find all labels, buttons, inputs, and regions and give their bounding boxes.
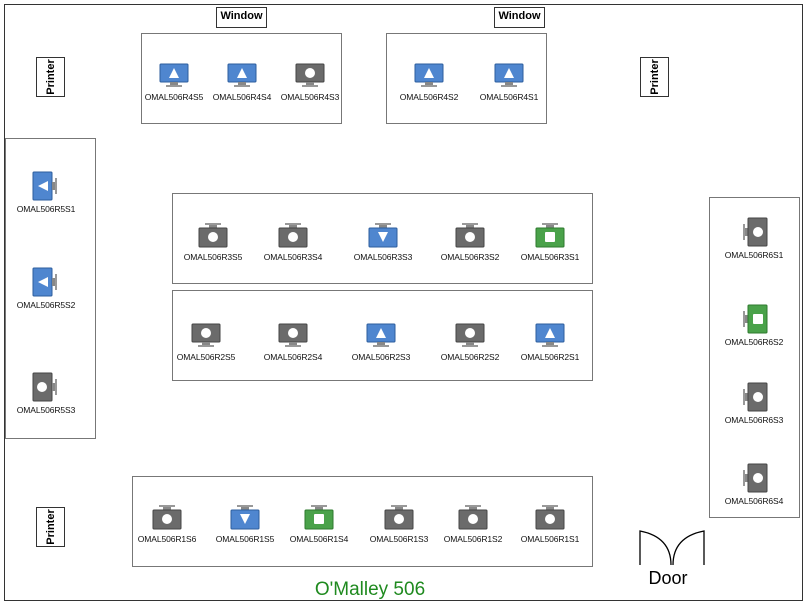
monitor-in-use-icon <box>32 372 57 402</box>
workstation-label: OMAL506R2S5 <box>176 352 236 362</box>
monitor-in-use-icon <box>384 505 414 530</box>
workstation-omal506r3s1[interactable]: OMAL506R3S1 <box>508 222 592 262</box>
workstation-omal506r6s1[interactable]: OMAL506R6S1 <box>712 216 796 260</box>
workstation-omal506r1s1[interactable]: OMAL506R1S1 <box>508 504 592 544</box>
workstation-label: OMAL506R3S1 <box>520 252 580 262</box>
monitor-in-use-icon <box>455 223 485 248</box>
workstation-label: OMAL506R3S5 <box>183 252 243 262</box>
workstation-omal506r1s6[interactable]: OMAL506R1S6 <box>125 504 209 544</box>
workstation-omal506r1s4[interactable]: OMAL506R1S4 <box>277 504 361 544</box>
printer-label: Printer <box>44 59 57 95</box>
workstation-omal506r2s4[interactable]: OMAL506R2S4 <box>251 322 335 362</box>
printer-label: Printer <box>44 509 57 545</box>
monitor-available-icon <box>227 63 257 87</box>
printer-top-left: Printer <box>36 57 65 97</box>
workstation-omal506r4s2[interactable]: OMAL506R4S2 <box>387 62 471 102</box>
monitor-in-use-icon <box>743 217 768 247</box>
workstation-omal506r3s3[interactable]: OMAL506R3S3 <box>341 222 425 262</box>
workstation-omal506r3s2[interactable]: OMAL506R3S2 <box>428 222 512 262</box>
window-label-left: Window <box>216 7 267 28</box>
table-row-1 <box>132 476 593 567</box>
workstation-label: OMAL506R3S2 <box>440 252 500 262</box>
monitor-in-use-icon <box>743 463 768 493</box>
workstation-label: OMAL506R6S2 <box>724 337 784 347</box>
monitor-in-use-icon <box>198 223 228 248</box>
workstation-omal506r5s2[interactable]: OMAL506R5S2 <box>4 266 88 310</box>
monitor-in-use-icon <box>191 323 221 347</box>
workstation-label: OMAL506R6S3 <box>724 415 784 425</box>
workstation-omal506r4s5[interactable]: OMAL506R4S5 <box>132 62 216 102</box>
monitor-available-icon <box>32 171 57 201</box>
workstation-label: OMAL506R2S2 <box>440 352 500 362</box>
monitor-available-icon <box>535 323 565 347</box>
monitor-in-use-icon <box>152 505 182 530</box>
monitor-in-use-icon <box>535 505 565 530</box>
workstation-label: OMAL506R4S5 <box>144 92 204 102</box>
workstation-label: OMAL506R4S4 <box>212 92 272 102</box>
monitor-available-icon <box>494 63 524 87</box>
workstation-omal506r5s3[interactable]: OMAL506R5S3 <box>4 371 88 415</box>
workstation-omal506r5s1[interactable]: OMAL506R5S1 <box>4 170 88 214</box>
workstation-label: OMAL506R3S4 <box>263 252 323 262</box>
room-title: O'Malley 506 <box>314 579 426 600</box>
monitor-in-use-icon <box>455 323 485 347</box>
workstation-label: OMAL506R5S2 <box>16 300 76 310</box>
workstation-omal506r6s3[interactable]: OMAL506R6S3 <box>712 381 796 425</box>
workstation-omal506r3s5[interactable]: OMAL506R3S5 <box>171 222 255 262</box>
workstation-omal506r6s2[interactable]: OMAL506R6S2 <box>712 303 796 347</box>
workstation-label: OMAL506R4S3 <box>280 92 340 102</box>
workstation-omal506r6s4[interactable]: OMAL506R6S4 <box>712 462 796 506</box>
workstation-label: OMAL506R1S5 <box>215 534 275 544</box>
door-label: Door <box>648 568 688 588</box>
workstation-label: OMAL506R2S4 <box>263 352 323 362</box>
workstation-label: OMAL506R2S3 <box>351 352 411 362</box>
workstation-label: OMAL506R4S2 <box>399 92 459 102</box>
workstation-omal506r1s2[interactable]: OMAL506R1S2 <box>431 504 515 544</box>
workstation-label: OMAL506R1S2 <box>443 534 503 544</box>
workstation-omal506r4s3[interactable]: OMAL506R4S3 <box>268 62 352 102</box>
workstation-omal506r1s3[interactable]: OMAL506R1S3 <box>357 504 441 544</box>
window-label-right: Window <box>494 7 545 28</box>
printer-top-right: Printer <box>640 57 669 97</box>
workstation-label: OMAL506R1S3 <box>369 534 429 544</box>
workstation-label: OMAL506R1S4 <box>289 534 349 544</box>
door-icon <box>639 530 705 566</box>
monitor-in-use-icon <box>458 505 488 530</box>
workstation-omal506r2s1[interactable]: OMAL506R2S1 <box>508 322 592 362</box>
workstation-label: OMAL506R3S3 <box>353 252 413 262</box>
monitor-selected-icon <box>304 505 334 530</box>
monitor-in-use-icon <box>278 323 308 347</box>
workstation-label: OMAL506R1S6 <box>137 534 197 544</box>
workstation-label: OMAL506R6S1 <box>724 250 784 260</box>
monitor-available-icon <box>366 323 396 347</box>
monitor-in-use-icon <box>743 382 768 412</box>
workstation-omal506r3s4[interactable]: OMAL506R3S4 <box>251 222 335 262</box>
workstation-label: OMAL506R2S1 <box>520 352 580 362</box>
monitor-available-icon <box>414 63 444 87</box>
monitor-available-icon <box>32 267 57 297</box>
workstation-label: OMAL506R5S3 <box>16 405 76 415</box>
monitor-selected-icon <box>743 304 768 334</box>
workstation-omal506r2s5[interactable]: OMAL506R2S5 <box>164 322 248 362</box>
monitor-available-icon <box>159 63 189 87</box>
workstation-omal506r4s1[interactable]: OMAL506R4S1 <box>467 62 551 102</box>
monitor-available-icon <box>368 223 398 248</box>
workstation-label: OMAL506R6S4 <box>724 496 784 506</box>
workstation-omal506r2s3[interactable]: OMAL506R2S3 <box>339 322 423 362</box>
room-floor-plan <box>4 4 803 601</box>
monitor-available-icon <box>230 505 260 530</box>
monitor-in-use-icon <box>295 63 325 87</box>
workstation-omal506r2s2[interactable]: OMAL506R2S2 <box>428 322 512 362</box>
monitor-selected-icon <box>535 223 565 248</box>
printer-label: Printer <box>648 59 661 95</box>
workstation-omal506r1s5[interactable]: OMAL506R1S5 <box>203 504 287 544</box>
monitor-in-use-icon <box>278 223 308 248</box>
workstation-label: OMAL506R1S1 <box>520 534 580 544</box>
workstation-label: OMAL506R4S1 <box>479 92 539 102</box>
workstation-label: OMAL506R5S1 <box>16 204 76 214</box>
workstation-omal506r4s4[interactable]: OMAL506R4S4 <box>200 62 284 102</box>
printer-bottom-left: Printer <box>36 507 65 547</box>
